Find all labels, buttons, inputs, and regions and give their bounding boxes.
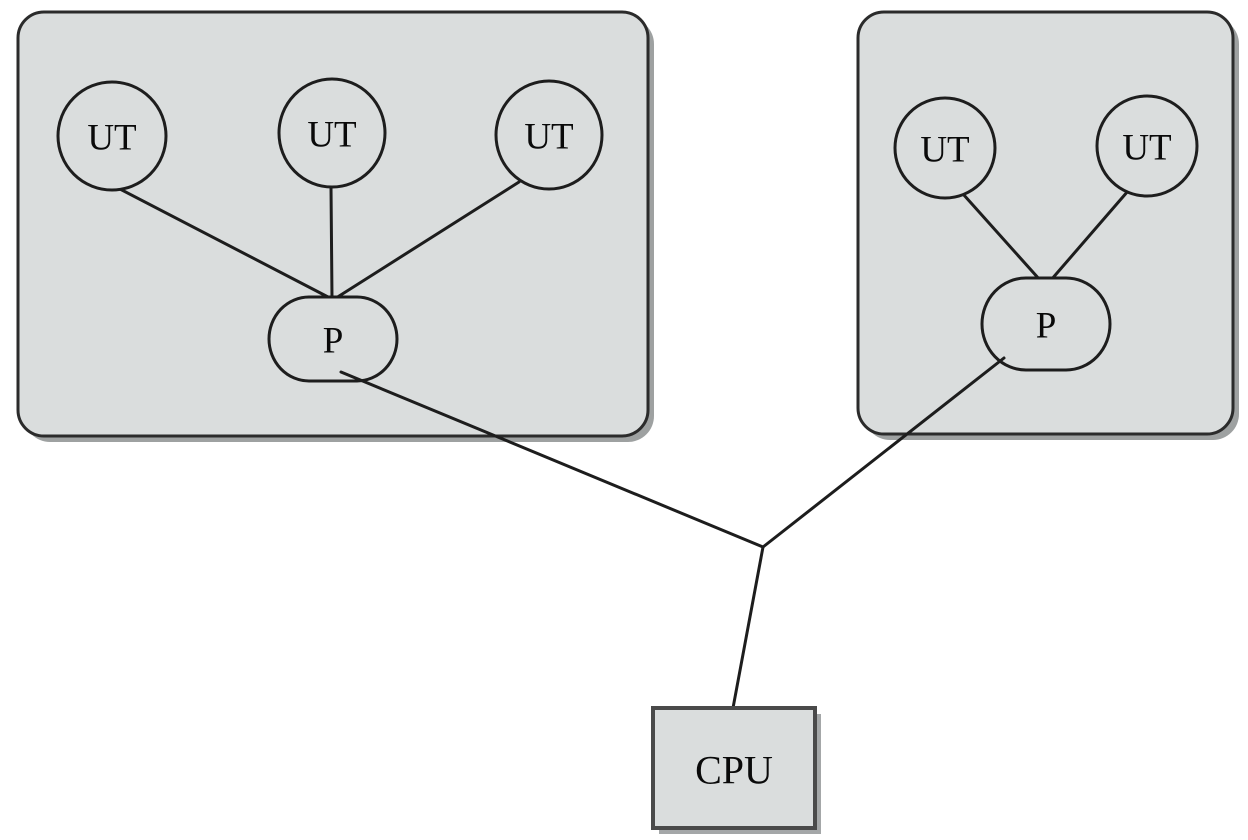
edge-ut-r2-to-p-right bbox=[1049, 189, 1130, 282]
edge-ut-r1-to-p-right bbox=[961, 192, 1042, 282]
node-ut-right-2-shape[interactable] bbox=[1095, 94, 1199, 198]
group-right-cluster[interactable]: UT UT P bbox=[856, 10, 1239, 440]
trunk-edges bbox=[339, 356, 1006, 710]
node-ut-left-1-label: UT bbox=[87, 118, 136, 159]
node-cpu-label: CPU bbox=[695, 748, 773, 793]
edge-junction-to-cpu bbox=[731, 545, 765, 710]
node-p-left-label: P bbox=[323, 321, 344, 362]
node-ut-left-1[interactable]: UT bbox=[56, 80, 168, 192]
edge-p-right-to-junction bbox=[761, 356, 1006, 549]
node-p-left[interactable]: P bbox=[267, 295, 399, 383]
group-left-cluster[interactable]: UT UT UT P bbox=[16, 10, 654, 442]
node-ut-right-2[interactable]: UT bbox=[1095, 94, 1199, 198]
node-ut-left-3-label: UT bbox=[524, 117, 573, 158]
group-left-panel[interactable] bbox=[16, 10, 650, 438]
node-ut-right-1-shape[interactable] bbox=[893, 96, 997, 200]
node-ut-left-1-shape[interactable] bbox=[56, 80, 168, 192]
node-cpu-shape[interactable] bbox=[651, 706, 817, 830]
edge-ut-l1-to-p-left bbox=[116, 186, 332, 300]
edge-ut-l2-to-p-left bbox=[329, 185, 334, 300]
node-ut-left-2[interactable]: UT bbox=[277, 77, 387, 189]
node-ut-left-2-shape[interactable] bbox=[277, 77, 387, 189]
node-ut-right-1[interactable]: UT bbox=[893, 96, 997, 200]
node-ut-left-2-label: UT bbox=[307, 115, 356, 156]
edge-p-left-to-junction bbox=[339, 370, 765, 549]
node-p-right-shape[interactable] bbox=[980, 276, 1112, 372]
node-ut-right-2-label: UT bbox=[1122, 128, 1171, 169]
node-ut-right-1-label: UT bbox=[920, 130, 969, 171]
edge-ut-l3-to-p-left bbox=[334, 180, 521, 300]
node-cpu[interactable]: CPU bbox=[651, 706, 821, 834]
node-p-right[interactable]: P bbox=[980, 276, 1112, 372]
node-ut-left-3-shape[interactable] bbox=[494, 79, 604, 191]
node-ut-left-3[interactable]: UT bbox=[494, 79, 604, 191]
node-p-right-label: P bbox=[1036, 306, 1057, 347]
node-p-left-shape[interactable] bbox=[267, 295, 399, 383]
